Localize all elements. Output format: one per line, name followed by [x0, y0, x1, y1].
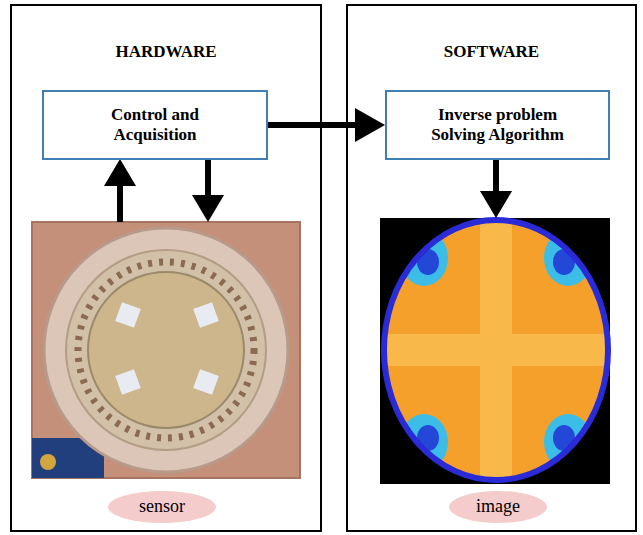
- caption-ellipse: sensor: [107, 490, 217, 524]
- arrow-head: [480, 191, 512, 218]
- outer-disc: [44, 228, 288, 472]
- data-arrows: [104, 159, 512, 222]
- ellipse-fill: [108, 491, 216, 523]
- object: [115, 369, 141, 395]
- reconstruction-image: [380, 218, 610, 484]
- copper-plate: [32, 222, 300, 478]
- panel: HARDWARE Control and Acquisition sensor: [10, 4, 322, 532]
- image-band: [480, 220, 512, 482]
- ellipse-fill: [449, 491, 547, 523]
- caption-label: image: [476, 497, 520, 517]
- inner-ring: [66, 250, 266, 450]
- object: [115, 302, 141, 328]
- arrow-shaft: [117, 184, 123, 222]
- caption-label: sensor: [139, 497, 185, 517]
- arrow-shaft: [205, 159, 211, 197]
- panel-title: HARDWARE: [12, 42, 320, 62]
- connector-arrow: [268, 122, 355, 128]
- object: [193, 302, 219, 328]
- process-box: Control and Acquisition: [42, 90, 268, 160]
- tank: [88, 272, 244, 428]
- panel-title: SOFTWARE: [348, 42, 635, 62]
- electrode-teeth: [78, 262, 254, 438]
- board-pad: [40, 454, 56, 470]
- process-box: Inverse problem Solving Algorithm: [385, 90, 610, 160]
- caption-ellipse: image: [448, 490, 548, 524]
- image-ground: [380, 218, 610, 484]
- box-label: Control and Acquisition: [75, 105, 235, 146]
- arrow-head: [104, 159, 136, 186]
- arrow-shaft: [493, 159, 499, 193]
- box-label: Inverse problem Solving Algorithm: [418, 105, 578, 146]
- sensor-photo: [32, 222, 300, 478]
- arrow-head: [192, 195, 224, 222]
- object: [193, 369, 219, 395]
- image-boundary: [384, 220, 608, 480]
- panel: SOFTWARE Inverse problem Solving Algorith…: [346, 4, 637, 532]
- image-blob: [584, 466, 600, 478]
- plate-edge: [32, 222, 300, 478]
